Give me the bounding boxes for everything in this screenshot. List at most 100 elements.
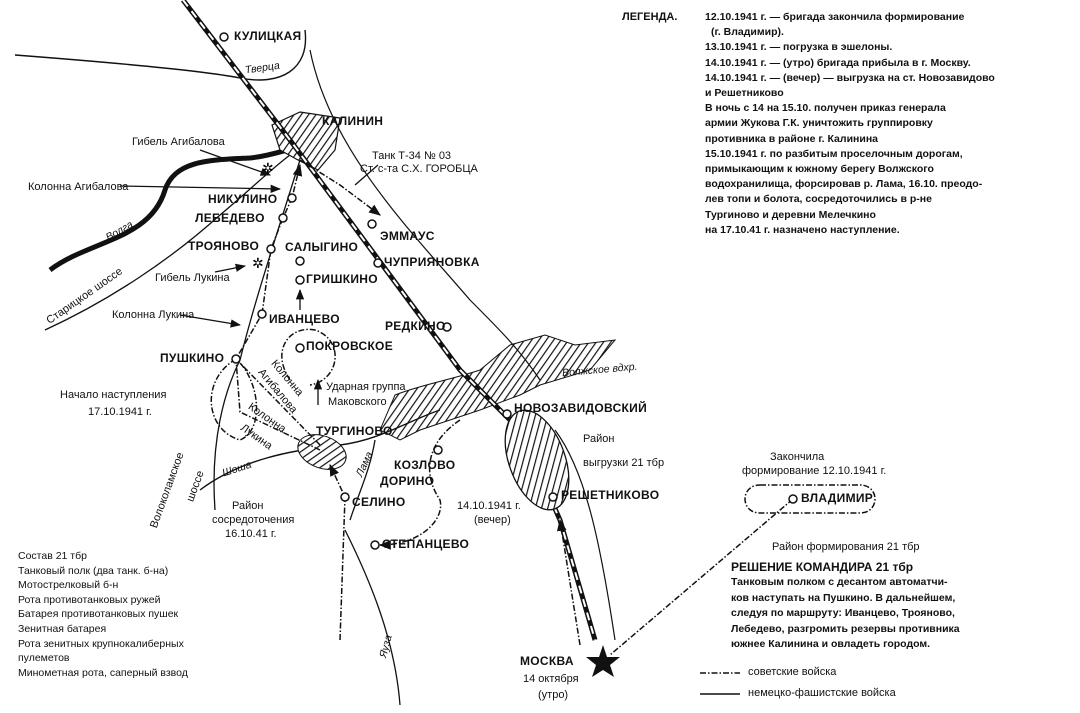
zakonchila-1: Закончила — [770, 451, 825, 463]
town-stepantsevo: СТЕПАНЦЕВО — [382, 537, 470, 551]
sosred-3: 16.10.41 г. — [225, 528, 277, 540]
town-ivantsevo: ИВАНЦЕВО — [269, 312, 340, 326]
chronology-line: на 17.10.41 г. назначено наступление. — [705, 223, 900, 236]
gibel-agibalova: Гибель Агибалова — [132, 136, 225, 148]
chronology-line: 12.10.1941 г. — бригада закончила формир… — [705, 11, 965, 23]
town-kozlovo: КОЗЛОВО — [394, 458, 456, 472]
composition-item: пулеметов — [18, 652, 70, 665]
town-circle-icon — [367, 219, 377, 229]
town-emmaus: ЭММАУС — [380, 229, 435, 243]
town-circle-icon — [788, 494, 798, 504]
chronology-line: противника в районе г. Калинина — [705, 132, 878, 145]
composition-item: Мотострелковый б-н — [18, 579, 119, 592]
volga-reservoir — [379, 334, 617, 441]
town-vladimir: ВЛАДИМИР — [801, 491, 874, 505]
turginovo-area — [297, 434, 347, 470]
lama-river — [349, 439, 376, 521]
route-from-moscow — [329, 463, 346, 641]
udarnaya-2: Маковского — [328, 396, 387, 408]
chronology-line: 14.10.1941 г. — (вечер) — выгрузка на ст… — [705, 71, 995, 84]
chronology-line: Тургиново и деревни Мелечкино — [705, 208, 876, 221]
chronology-line: 13.10.1941 г. — погрузка в эшелоны. — [705, 41, 893, 54]
town-nikulino: НИКУЛИНО — [208, 192, 278, 206]
town-circle-icon — [295, 275, 305, 285]
town-grishkino: ГРИШКИНО — [306, 272, 378, 286]
chronology-line: 14.10.1941 г. — (утро) бригада прибыла в… — [705, 56, 971, 69]
route-tank — [299, 159, 381, 216]
chronology-line: (г. Владимир). — [711, 26, 784, 39]
zakonchila-2: формирование 12.10.1941 г. — [742, 465, 887, 477]
star-icon — [586, 645, 620, 677]
composition-item: Минометная рота, саперный взвод — [18, 666, 188, 679]
town-circle-icon — [231, 354, 241, 364]
nachalo-1: Начало наступления — [60, 389, 167, 401]
vygruzka-1: Район — [583, 433, 615, 445]
town-troyanovo: ТРОЯНОВО — [188, 239, 260, 253]
destroyed-tank-icon: ✲ — [262, 160, 274, 176]
date-label-2: (вечер) — [474, 514, 511, 526]
town-pushkino: ПУШКИНО — [160, 351, 225, 365]
composition-item: Танковый полк (два танк. б-на) — [18, 564, 169, 577]
composition-item: Зенитная батарея — [18, 622, 107, 635]
key-soviet: советские войска — [748, 666, 837, 678]
decision-title: РЕШЕНИЕ КОМАНДИРА 21 тбр — [731, 560, 914, 574]
date-label-1: 14.10.1941 г. — [457, 500, 521, 512]
chronology: 12.10.1941 г. — бригада закончила формир… — [705, 10, 995, 238]
decision-line: южнее Калинина и овладеть городом. — [731, 638, 931, 651]
vygruzka-2: выгрузки 21 тбр — [583, 457, 665, 469]
route-vladimir — [609, 498, 794, 656]
composition-title: Состав 21 тбр — [18, 550, 87, 562]
town-novozavidovsky: НОВОЗАВИДОВСКИЙ — [514, 401, 648, 415]
chronology-line: и Решетниково — [705, 87, 784, 100]
chronology-line: лев топи и болота, сосредоточились в р-н… — [705, 193, 932, 206]
town-circle-icon — [373, 258, 383, 268]
town-circle-icon — [370, 540, 380, 550]
tvertsa-river — [14, 29, 307, 81]
composition-item: Рота противотанковых ружей — [18, 593, 161, 606]
town-redkino: РЕДКИНО — [385, 319, 446, 333]
decision-line: ков наступать на Пушкино. В дальнейшем, — [731, 591, 956, 604]
chronology-line: примыкающим к южному берегу Волжского — [705, 163, 934, 176]
volga-river — [48, 145, 296, 273]
town-turginovo: ТУРГИНОВО — [316, 424, 393, 438]
town-dorino: ДОРИНО — [380, 474, 435, 488]
town-moskva: МОСКВА — [520, 654, 574, 668]
gibel-lukina: Гибель Лукина — [155, 272, 230, 284]
town-circle-icon — [502, 409, 512, 419]
kolonna-agibalova: Колонна Агибалова — [28, 181, 129, 193]
composition-item: Рота зенитных крупнокалиберных — [18, 637, 184, 650]
sosred-1: Район — [232, 500, 264, 512]
nachalo-2: 17.10.1941 г. — [88, 406, 152, 418]
moskva-time: (утро) — [538, 689, 569, 701]
town-pokrovskoe: ПОКРОВСКОЕ — [306, 339, 393, 353]
town-chupriyanovka: ЧУПРИЯНОВКА — [384, 255, 480, 269]
tank-label-2: Ст. с-та С.Х. ГОРОБЦА — [360, 163, 478, 175]
rayon-formirovaniya: Район формирования 21 тбр — [772, 541, 920, 553]
yauza-river — [344, 529, 401, 706]
kolonna-lukina: Колонна Лукина — [112, 309, 195, 321]
moskva-date: 14 октября — [523, 673, 579, 685]
legend-header: ЛЕГЕНДА. — [622, 11, 678, 23]
town-circle-icon — [548, 492, 558, 502]
town-circle-icon — [442, 322, 452, 332]
tank-label-1: Танк Т-34 № 03 — [372, 150, 452, 162]
town-circle-icon — [219, 32, 229, 42]
decision-line: следуя по маршруту: Иванцево, Трояново, — [731, 607, 955, 620]
decision-line: Танковым полком с десантом автоматчи- — [731, 576, 948, 589]
route-pokrovskoe — [281, 328, 336, 386]
route-pushkino-loop — [210, 358, 258, 441]
town-selino: СЕЛИНО — [352, 495, 406, 509]
decision-line: Лебедево, разгромить резервы противника — [731, 622, 960, 635]
route-stepantsevo — [378, 419, 461, 550]
kalinin-city — [271, 111, 341, 171]
town-circle-icon — [433, 445, 443, 455]
town-reshetnikovo: РЕШЕТНИКОВО — [561, 488, 660, 502]
udarnaya-1: Ударная группа — [326, 381, 406, 393]
town-circles — [219, 32, 798, 550]
route-lukina — [235, 358, 321, 451]
chronology-line: 15.10.1941 г. по разбитым проселочным до… — [705, 147, 963, 160]
town-circle-icon — [295, 256, 305, 266]
town-lebedevo: ЛЕБЕДЕВО — [195, 211, 265, 225]
